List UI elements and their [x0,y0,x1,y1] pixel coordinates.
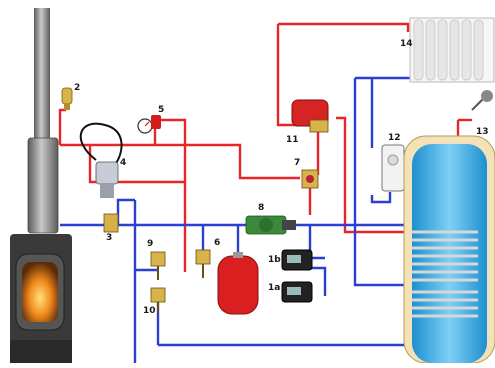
label-10: 10 [143,306,156,316]
label-4: 4 [120,158,126,168]
drain-valve-6 [195,249,211,278]
flue-pipe [34,8,50,143]
valve-10 [150,287,166,312]
label-6: 6 [214,238,220,248]
hot-pipes [58,22,472,272]
callout-labels: 2 5 4 3 7 8 6 9 10 1b 1a 11 12 13 14 [74,39,489,316]
label-13: 13 [476,127,489,137]
automatic-air-vent [61,87,73,110]
label-5: 5 [158,105,164,115]
label-1a: 1a [268,283,280,293]
label-9: 9 [147,239,153,249]
thermostat-12 [381,144,405,192]
return-valve [103,213,119,233]
label-3: 3 [106,233,112,243]
zone-valve-actuator [291,99,329,133]
circulation-pump [245,215,296,235]
valve-9 [150,251,166,280]
label-2: 2 [74,83,80,93]
hot-water-storage-tank [403,135,495,364]
mixing-valve [301,169,319,189]
label-1b: 1b [268,255,281,265]
immersion-heater-13 [471,90,493,111]
tank-coil-lower [412,290,478,318]
label-11: 11 [286,135,299,145]
label-8: 8 [258,203,264,213]
stove-base [10,340,72,363]
pressure-gauge-safety-valve [137,115,161,134]
radiator [409,17,495,83]
tank-coil-upper [412,230,478,282]
heat-exchanger-jacket [27,137,59,234]
stove-fire-window [22,262,58,322]
controller-1a [281,281,313,303]
thermal-discharge-valve [79,122,123,198]
expansion-vessel [217,252,259,315]
label-12: 12 [388,133,401,143]
label-14: 14 [400,39,413,49]
wood-stove [10,8,72,363]
controller-1b [281,249,313,271]
label-7: 7 [294,158,300,168]
